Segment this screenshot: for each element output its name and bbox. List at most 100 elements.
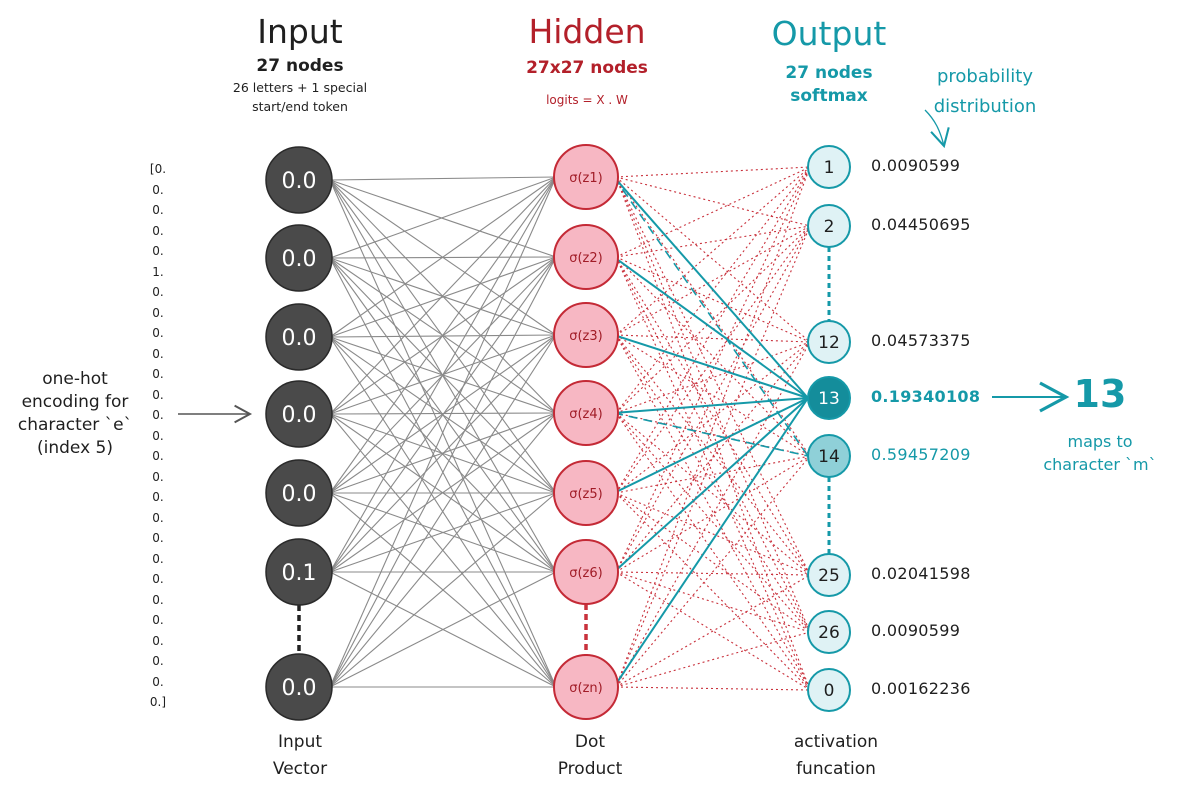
connection-hidden-2-output-0 [615,166,811,336]
output-node-label: 13 [818,389,840,409]
connection-hidden-3-output-7 [615,412,811,691]
one-hot-vector-entry: 0. [152,674,164,689]
connection-hidden-4-output-6 [615,492,811,633]
output-node: 26 [807,610,851,654]
output-node-label: 25 [818,566,840,586]
hidden-node: σ(z1) [553,144,619,210]
result-index: 13 [1073,372,1127,416]
probability-value: 0.19340108 [871,387,981,406]
input-vector-label-line2: Vector [272,759,328,779]
arrows [178,109,1070,424]
result-mapping: maps to character `m` [1030,430,1170,476]
input-node-circle [265,653,333,721]
highlight-hidden-5-to-13 [613,397,809,573]
hidden-node-label: σ(z6) [569,566,602,581]
highlighted-connections-to-13 [613,176,809,688]
connection-hidden-0-output-0 [615,166,811,178]
connection-input-0-hidden-0 [329,176,557,181]
connection-hidden-1-output-5 [615,256,811,576]
connection-input-5-hidden-4 [329,492,557,573]
one-hot-vector-entry: 0. [152,367,164,381]
one-hot-vector-entry: 0. [152,551,164,566]
input-node: 0.0 [265,380,333,448]
input-node-circle [265,459,333,527]
connection-input-5-hidden-1 [329,256,557,573]
highlight-hidden-4-to-13 [613,397,809,494]
input-hidden-connections [329,176,557,688]
connection-hidden-0-output-1 [615,176,811,227]
output-node-label: 2 [824,217,835,237]
dashed-hidden-3-to-14 [613,412,809,457]
one-hot-vector-entry: 0. [152,531,164,545]
probability-value: 0.0090599 [871,156,961,175]
connection-hidden-6-output-7 [615,686,811,691]
output-node: 1 [807,145,851,189]
input-node: 0.0 [265,224,333,292]
highlight-hidden-3-to-13 [613,397,809,414]
output-node-circle [807,553,851,597]
input-node-value: 0.0 [282,326,317,351]
one-hot-vector-entry: 0. [152,326,164,340]
connection-hidden-2-output-6 [615,334,811,633]
hidden-node-label: σ(zn) [569,681,602,696]
connection-hidden-5-output-6 [615,571,811,633]
hidden-node: σ(z3) [553,302,619,368]
ellipsis-connectors [297,247,831,655]
one-hot-vector-entry: 0. [152,654,164,668]
connection-input-6-hidden-3 [329,412,557,688]
output-node-label: 12 [818,333,840,353]
connection-hidden-6-output-0 [615,166,811,688]
input-node-circle [265,303,333,371]
one-hot-vector-entry: 0. [152,428,164,443]
highlight-hidden-2-to-13 [613,334,809,399]
connection-hidden-6-output-5 [615,574,811,688]
one-hot-vector-entry: 0. [152,305,164,320]
output-node: 0 [807,668,851,712]
activation-function-label: activation funcation [756,729,916,783]
connection-hidden-4-output-7 [615,492,811,691]
one-hot-label-line3: character `e` [17,415,133,435]
input-node-circle [265,380,333,448]
hidden-node-circle [553,654,619,720]
input-layer-title: Input [257,12,343,51]
output-node-circle [807,610,851,654]
input-node-circle [265,146,333,214]
activation-function-label-line2: funcation [796,759,876,779]
input-node-value: 0.0 [282,676,317,701]
one-hot-vector-entry: 0. [152,203,164,217]
one-hot-vector-entry: 0. [152,408,164,422]
connection-hidden-6-output-4 [615,455,811,688]
connection-hidden-1-output-7 [615,256,811,691]
result-mapping-line2: character `m` [1043,455,1157,474]
output-node-circle [807,668,851,712]
input-node-value: 0.0 [282,403,317,428]
output-node-circle [807,204,851,248]
probability-value: 0.00162236 [871,679,971,698]
connection-hidden-3-output-6 [615,412,811,633]
input-node: 0.0 [265,146,333,214]
input-node-circle [265,538,333,606]
input-description-line2: start/end token [252,99,348,114]
input-layer: 0.00.00.00.00.00.10.0 [265,146,333,721]
connection-hidden-4-output-2 [615,341,811,494]
probability-value: 0.04573375 [871,331,971,350]
input-node-count: 27 nodes [256,56,344,76]
one-hot-label-line1: one-hot [42,369,108,389]
hidden-node: σ(z5) [553,460,619,526]
output-node: 14 [807,434,851,478]
hidden-node-label: σ(z5) [569,487,602,502]
connection-input-5-hidden-3 [329,412,557,573]
input-node-value: 0.0 [282,169,317,194]
probability-note-arrow [924,109,950,149]
one-hot-vector-entry: 0. [152,223,164,238]
connection-input-3-hidden-0 [329,176,557,415]
input-description-line1: 26 letters + 1 special [232,80,368,95]
connection-hidden-6-output-6 [615,631,811,688]
connection-hidden-6-output-2 [615,341,811,688]
highlight-hidden-1-to-13 [613,256,809,399]
input-vector-label: Input Vector [230,729,370,783]
output-node-circle [807,145,851,189]
connection-input-6-hidden-2 [329,334,557,688]
output-node-circle [807,320,851,364]
output-node: 12 [807,320,851,364]
